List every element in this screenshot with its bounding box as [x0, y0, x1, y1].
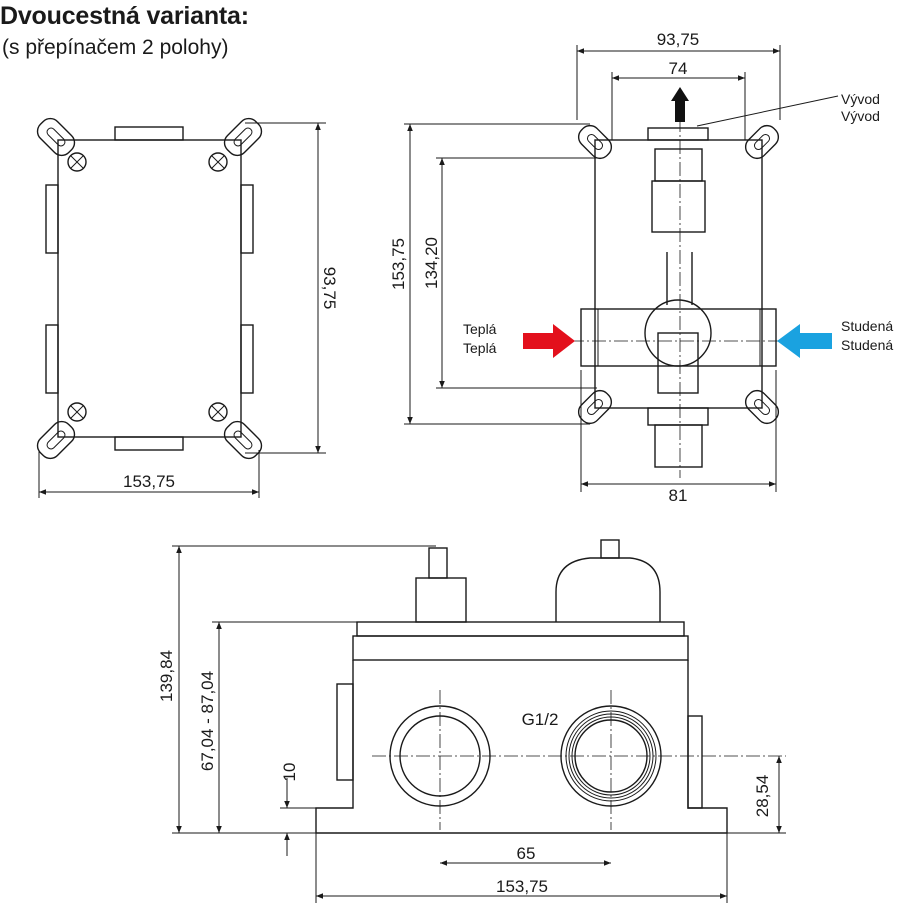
top-inlet-height-label: 134,20: [422, 237, 441, 289]
hot-label-2: Teplá: [463, 340, 497, 356]
side-knob-stem: [600, 539, 620, 559]
side-connection-height-label: 28,54: [753, 775, 772, 818]
screw-icon: [208, 152, 228, 172]
mounting-ear-top-left: [36, 117, 76, 157]
outlet-label-1: Vývod: [841, 91, 880, 107]
mounting-ear-bottom-right: [223, 420, 263, 460]
front-left-boss-bottom: [45, 324, 59, 394]
hot-inlet-arrow-icon: [523, 324, 575, 358]
side-spacing-label: 65: [517, 844, 536, 863]
side-left-boss: [336, 683, 354, 781]
side-total-height-label: 139,84: [157, 650, 176, 702]
top-view: Vývod Vývod Teplá Teplá Studená Studená …: [389, 30, 893, 505]
top-pipe-upper: [654, 148, 703, 182]
cold-label-2: Studená: [841, 337, 893, 353]
mounting-ear-bottom-left: [577, 389, 613, 425]
top-horizontal-pipe: [580, 308, 777, 367]
outlet-leader-line: [696, 95, 839, 127]
screw-icon: [208, 402, 228, 422]
mounting-ear-top-left: [577, 124, 613, 160]
front-view: 153,75 93,75: [36, 117, 339, 498]
outlet-label-2: Vývod: [841, 108, 880, 124]
top-bottom-nipple: [647, 407, 709, 426]
top-outlet-nipple: [647, 127, 709, 141]
side-width-label: 153,75: [496, 877, 548, 896]
top-valve-stem: [657, 332, 699, 394]
front-right-boss-top: [240, 184, 254, 254]
top-inner-width-label: 74: [669, 59, 688, 78]
page-title: Dvoucestná varianta:: [0, 2, 249, 30]
mounting-ear-bottom-left: [36, 420, 76, 460]
top-total-height-label: 153,75: [389, 238, 408, 290]
side-body: [315, 660, 728, 834]
screw-icon: [67, 152, 87, 172]
top-depth-label: 81: [669, 486, 688, 505]
mounting-ear-top-right: [744, 124, 780, 160]
side-knob: [555, 557, 661, 622]
hot-label-1: Teplá: [463, 321, 497, 337]
top-valve-body: [644, 299, 712, 367]
front-left-boss-top: [45, 184, 59, 254]
side-shaft-housing: [415, 577, 467, 623]
screw-icon: [67, 402, 87, 422]
top-outer-width-label: 93,75: [657, 30, 700, 49]
mounting-ear-top-right: [223, 117, 263, 157]
front-width-label: 153,75: [123, 472, 175, 491]
side-view: G1/2 139,84 67,04 - 87,04 10 28,54 65 15…: [157, 539, 786, 903]
page-subtitle: (s přepínačem 2 polohy): [2, 36, 229, 59]
front-height-label: 93,75: [320, 267, 339, 310]
front-bottom-nipple: [114, 436, 184, 451]
top-bottom-pipe: [654, 424, 703, 468]
thread-label: G1/2: [522, 710, 559, 729]
mounting-ear-bottom-right: [744, 389, 780, 425]
front-top-nipple: [114, 126, 184, 141]
side-range-height-label: 67,04 - 87,04: [198, 671, 217, 771]
side-cover-plate: [356, 621, 685, 637]
front-body: [57, 139, 242, 438]
top-pipe-fitting: [651, 180, 706, 233]
side-upper-rim: [352, 635, 689, 661]
outlet-arrow-icon: [671, 87, 689, 122]
top-frame: [594, 139, 763, 409]
side-base-offset-label: 10: [280, 763, 299, 782]
cold-label-1: Studená: [841, 318, 893, 334]
cold-inlet-arrow-icon: [777, 324, 832, 358]
front-right-boss-bottom: [240, 324, 254, 394]
side-right-boss: [687, 715, 703, 809]
side-shaft: [428, 547, 448, 579]
